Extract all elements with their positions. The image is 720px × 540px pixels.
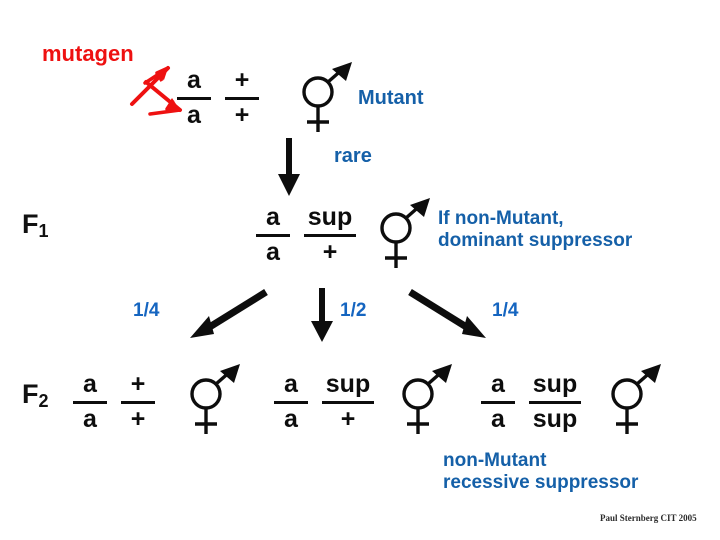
fraction-bar: [177, 96, 211, 100]
f2-offspring-3-hermaphrodite-icon: [605, 362, 667, 438]
f1-gene-a-fraction: a a: [256, 203, 290, 266]
f2-o3-gene-sup-numerator: sup: [532, 370, 578, 398]
f2-o1-gene-a-fraction: a a: [73, 370, 107, 433]
f1-hermaphrodite-icon: [374, 196, 436, 272]
rare-frequency-label: rare: [334, 145, 372, 167]
parent-gene-a-denominator: a: [187, 100, 201, 129]
f2-o2-gene-a-numerator: a: [284, 370, 298, 398]
mutagen-lightning-arrow-icon: [128, 58, 194, 125]
f2-o3-gene-a-denominator: a: [491, 404, 505, 433]
f1-label-letter: F: [22, 209, 39, 239]
f1-gene-sup-denominator: +: [322, 237, 338, 266]
fraction-bar: [529, 400, 581, 404]
parent-gene-a-numerator: a: [187, 66, 201, 94]
f1-label-subscript: 1: [38, 221, 49, 241]
f2-offspring-3-genotype: a a sup sup: [481, 370, 581, 433]
fraction-bar: [322, 400, 374, 404]
f1-gene-sup-fraction: sup +: [304, 203, 356, 266]
parent-gene-sup-fraction: + +: [225, 66, 259, 129]
fraction-bar: [256, 233, 290, 237]
credit-line: Paul Sternberg CIT 2005: [600, 513, 697, 523]
f2-offspring-2-hermaphrodite-icon: [396, 362, 458, 438]
f1-genotype: a a sup +: [256, 203, 356, 266]
f2-o1-gene-a-denominator: a: [83, 404, 97, 433]
f2-o3-gene-sup-fraction: sup sup: [529, 370, 581, 433]
fraction-bar: [274, 400, 308, 404]
segregation-down-arrow-icon: [305, 288, 339, 349]
parent-gene-sup-numerator: +: [234, 66, 250, 94]
f2-o3-gene-sup-denominator: sup: [532, 404, 578, 433]
segregation-ratio-left: 1/4: [133, 300, 160, 321]
f2-o1-gene-sup-numerator: +: [130, 370, 146, 398]
fraction-bar: [481, 400, 515, 404]
mutagen-label: mutagen: [42, 41, 134, 66]
segregation-diagonal-down-left-arrow-icon: [182, 288, 272, 347]
segregation-ratio-center: 1/2: [340, 300, 367, 321]
f2-o2-gene-sup-numerator: sup: [325, 370, 371, 398]
parent-phenotype-label: Mutant: [358, 87, 424, 109]
f1-gene-a-numerator: a: [266, 203, 280, 231]
f2-label-subscript: 2: [38, 391, 49, 411]
fraction-bar: [304, 233, 356, 237]
f2-o2-gene-sup-fraction: sup +: [322, 370, 374, 433]
f2-o3-gene-a-fraction: a a: [481, 370, 515, 433]
f2-offspring-1-genotype: a a + +: [73, 370, 155, 433]
f2-o2-gene-a-fraction: a a: [274, 370, 308, 433]
parent-genotype: a a + +: [177, 66, 259, 129]
f2-o2-gene-a-denominator: a: [284, 404, 298, 433]
f2-o1-gene-sup-denominator: +: [130, 404, 146, 433]
f2-o2-gene-sup-denominator: +: [340, 404, 356, 433]
fraction-bar: [121, 400, 155, 404]
f2-o1-gene-sup-fraction: + +: [121, 370, 155, 433]
f1-gene-a-denominator: a: [266, 237, 280, 266]
f2-o1-gene-a-numerator: a: [83, 370, 97, 398]
f2-label-letter: F: [22, 379, 39, 409]
p-to-f1-down-arrow-icon: [272, 136, 306, 203]
f2-generation-label: F2: [22, 379, 49, 411]
f2-o3-gene-a-numerator: a: [491, 370, 505, 398]
f2-offspring-3-annotation: non-Mutant recessive suppressor: [443, 450, 639, 494]
parent-gene-a-fraction: a a: [177, 66, 211, 129]
segregation-diagonal-down-right-arrow-icon: [404, 288, 494, 347]
f2-offspring-2-genotype: a a sup +: [274, 370, 374, 433]
f2-offspring-1-hermaphrodite-icon: [184, 362, 246, 438]
f1-generation-label: F1: [22, 209, 49, 241]
segregation-ratio-right: 1/4: [492, 300, 519, 321]
parent-hermaphrodite-icon: [296, 60, 358, 136]
f1-annotation: If non-Mutant, dominant suppressor: [438, 208, 633, 252]
f1-gene-sup-numerator: sup: [307, 203, 353, 231]
fraction-bar: [73, 400, 107, 404]
fraction-bar: [225, 96, 259, 100]
parent-gene-sup-denominator: +: [234, 100, 250, 129]
